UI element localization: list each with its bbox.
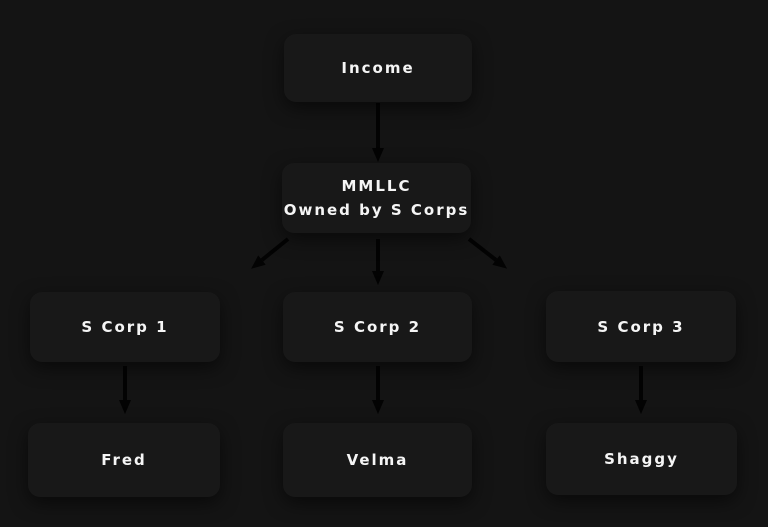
node-scorp3-label: S Corp 3	[597, 317, 685, 336]
node-velma-label: Velma	[346, 451, 409, 469]
node-scorp1: S Corp 1	[30, 292, 220, 362]
arrow-mmllc-to-scorp1	[251, 237, 290, 269]
node-velma: Velma	[283, 423, 472, 497]
node-mmllc-label-line2: Owned by S Corps	[283, 201, 470, 219]
node-scorp1-label: S Corp 1	[81, 318, 169, 336]
node-scorp2: S Corp 2	[283, 292, 472, 362]
node-shaggy-label: Shaggy	[604, 450, 679, 468]
node-scorp2-label: S Corp 2	[333, 318, 422, 336]
node-fred-label: Fred	[101, 451, 147, 469]
node-scorp3: S Corp 3	[546, 291, 736, 362]
node-income-label: Income	[341, 59, 415, 77]
node-fred: Fred	[28, 423, 220, 497]
node-mmllc: MMLLC Owned by S Corps	[282, 163, 471, 233]
arrow-mmllc-to-scorp3	[467, 237, 508, 269]
node-mmllc-label-line1: MMLLC	[341, 177, 412, 195]
node-shaggy: Shaggy	[546, 423, 737, 495]
node-income: Income	[284, 34, 472, 102]
